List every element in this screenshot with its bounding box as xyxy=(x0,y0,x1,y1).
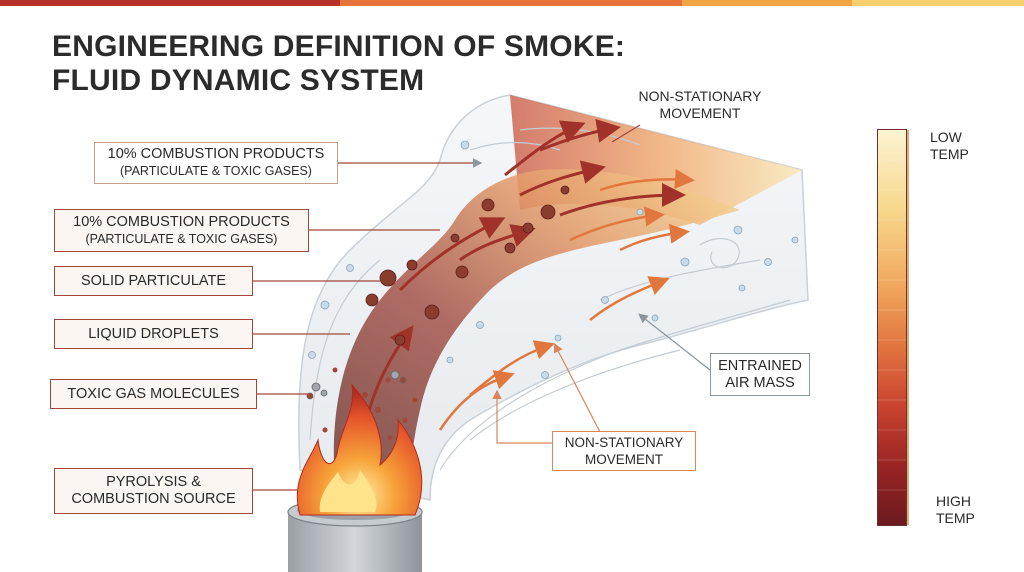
label-liquid-droplets: LIQUID DROPLETS xyxy=(54,319,253,349)
air-flow-arrows xyxy=(438,169,695,431)
label-non-stationary-bottom: NON-STATIONARY MOVEMENT xyxy=(552,431,696,471)
top-bar-segment-red xyxy=(0,0,340,6)
air-bubbles xyxy=(308,140,799,384)
legend-low-line-1: LOW xyxy=(930,129,962,145)
temperature-gradient xyxy=(878,130,906,525)
legend-high-line-1: HIGH xyxy=(936,493,971,509)
label-toxic-gas-molecules-text: TOXIC GAS MOLECULES xyxy=(67,385,240,402)
legend-edge xyxy=(907,130,909,525)
label-non-stationary-bottom-line-1: NON-STATIONARY xyxy=(564,435,684,450)
top-bar-segment-orange xyxy=(340,0,682,6)
title-line-1: ENGINEERING DEFINITION OF SMOKE: xyxy=(52,30,626,63)
label-combustion-products-2-sub: (PARTICULATE & TOXIC GASES) xyxy=(85,231,278,246)
flame xyxy=(296,383,423,516)
gray-leader-lines xyxy=(638,313,711,371)
legend-low-temp: LOW TEMP xyxy=(930,129,969,163)
temperature-legend-bar xyxy=(877,129,907,526)
label-entrained-air-line-2: AIR MASS xyxy=(725,374,795,391)
page-title: ENGINEERING DEFINITION OF SMOKE: FLUID D… xyxy=(52,30,625,98)
legend-steps xyxy=(878,159,906,491)
top-bar-segment-yellow xyxy=(852,0,1024,6)
orange-leader-lines xyxy=(492,342,601,444)
label-liquid-droplets-text: LIQUID DROPLETS xyxy=(88,325,219,342)
label-toxic-gas-molecules: TOXIC GAS MOLECULES xyxy=(50,379,257,409)
top-color-bar xyxy=(0,0,1024,6)
solid-particles xyxy=(365,185,570,346)
smoke-plume xyxy=(333,169,740,490)
label-non-stationary-bottom-line-2: MOVEMENT xyxy=(584,452,663,467)
legend-low-line-2: TEMP xyxy=(930,146,969,162)
label-entrained-air-line-1: ENTRAINED xyxy=(718,357,802,374)
title-line-2: FLUID DYNAMIC SYSTEM xyxy=(52,64,425,97)
leader-lines xyxy=(253,124,641,491)
label-non-stationary-top: NON-STATIONARY MOVEMENT xyxy=(620,88,780,122)
top-bar-segment-amber xyxy=(682,0,852,6)
label-combustion-products-2: 10% COMBUSTION PRODUCTS (PARTICULATE & T… xyxy=(54,209,309,252)
label-non-stationary-top-line-2: MOVEMENT xyxy=(659,105,741,121)
label-combustion-products-1-main: 10% COMBUSTION PRODUCTS xyxy=(107,146,325,162)
label-combustion-products-2-main: 10% COMBUSTION PRODUCTS xyxy=(73,213,290,230)
legend-high-line-2: TEMP xyxy=(936,510,975,526)
label-pyrolysis-source: PYROLYSIS & COMBUSTION SOURCE xyxy=(54,468,253,514)
label-combustion-products-1: 10% COMBUSTION PRODUCTS (PARTICULATE & T… xyxy=(94,142,338,184)
label-combustion-products-1-sub: (PARTICULATE & TOXIC GASES) xyxy=(120,164,312,178)
legend-high-temp: HIGH TEMP xyxy=(936,493,975,527)
label-solid-particulate-text: SOLID PARTICULATE xyxy=(80,272,227,289)
label-pyrolysis-line-1: PYROLYSIS & xyxy=(106,474,201,490)
label-pyrolysis-line-2: COMBUSTION SOURCE xyxy=(71,491,236,507)
label-entrained-air: ENTRAINED AIR MASS xyxy=(710,353,810,396)
label-solid-particulate: SOLID PARTICULATE xyxy=(54,266,253,296)
label-non-stationary-top-line-1: NON-STATIONARY xyxy=(638,88,762,104)
